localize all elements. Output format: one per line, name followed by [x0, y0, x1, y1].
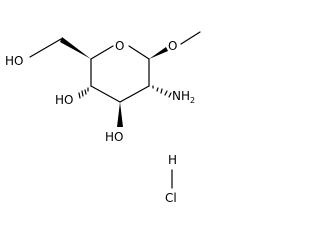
bond-ch2-oh — [29, 38, 62, 58]
structure-canvas: O O HO HO HO NH2 H Cl — [5, 31, 201, 205]
c3-hydroxyl-label: HO — [105, 130, 123, 144]
methoxy-oxygen-label: O — [168, 39, 177, 53]
wedge-bond-c5-ch2 — [60, 37, 91, 59]
bond-c3-c4 — [90, 85, 121, 103]
bond-c2-c3 — [119, 85, 150, 103]
chemical-structure-diagram: O O HO HO HO NH2 H Cl — [5, 31, 201, 205]
amine-subscript: 2 — [190, 96, 195, 105]
hydroxymethyl-oh-label: HO — [5, 54, 23, 68]
wedge-bond-c3-oh — [117, 102, 123, 127]
bond-c5-ring-o — [90, 45, 114, 60]
bond-ring-o-c1 — [128, 45, 150, 60]
hydrogen-label: H — [168, 153, 177, 167]
bond-methoxy-o-methyl — [180, 31, 201, 45]
hashed-bond-c4-oh — [78, 87, 89, 99]
hashed-bond-c2-nh2 — [152, 85, 172, 98]
amine-label: NH2 — [172, 89, 195, 105]
amine-nh-text: NH — [172, 89, 190, 103]
pyranose-ring — [90, 45, 150, 103]
c4-hydroxyl-label: HO — [55, 93, 73, 107]
wedge-bond-c1-methoxy — [149, 47, 168, 59]
ring-oxygen-label: O — [115, 39, 124, 53]
chlorine-label: Cl — [165, 191, 177, 205]
